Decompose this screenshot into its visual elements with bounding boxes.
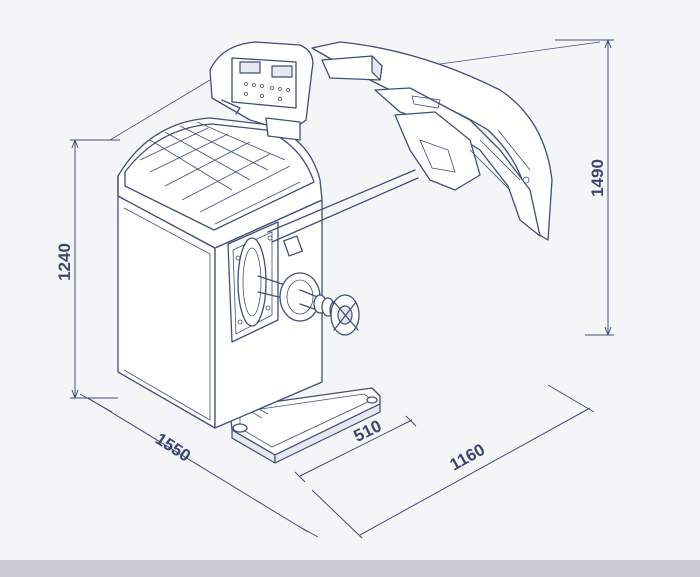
wheel-guard-hood [311,41,553,241]
bottom-band [0,560,700,577]
dim-label-1490: 1490 [588,159,607,197]
dimension-lines [70,39,614,539]
display-head [209,41,314,141]
dim-label-1240: 1240 [55,243,74,281]
hood-arm [267,169,419,257]
dim-label-1550: 1550 [152,429,194,466]
wheel-shaft-assembly [237,237,360,336]
top-tray [117,117,323,249]
dimension-labels: 1240 1490 1550 510 1160 [55,159,607,474]
dim-label-1160: 1160 [447,440,488,475]
